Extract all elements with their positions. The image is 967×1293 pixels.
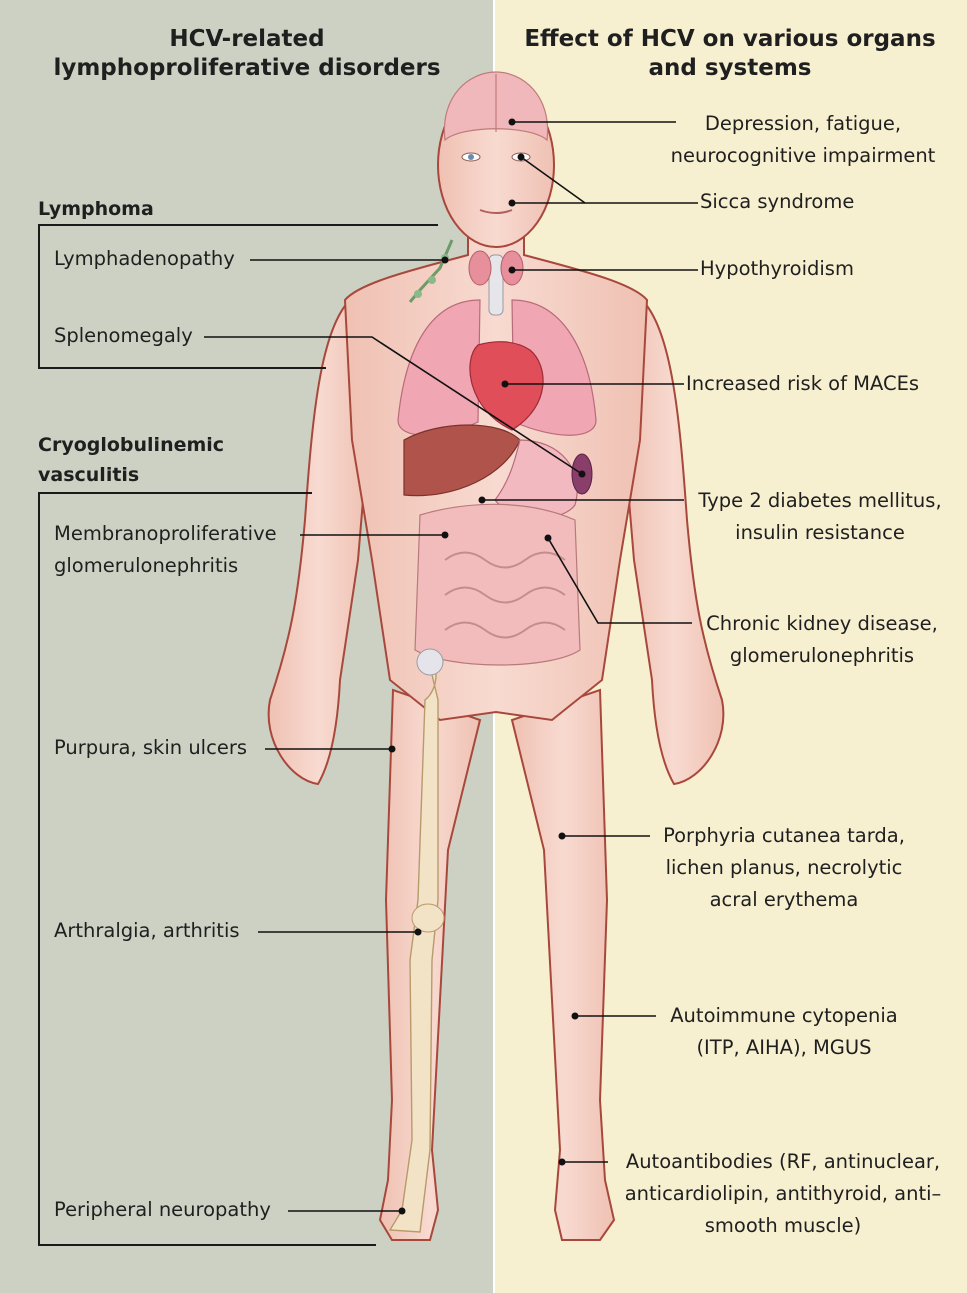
leader-sicca-eye — [521, 157, 698, 203]
leader-ckd — [548, 538, 692, 623]
leader-splenomegaly — [204, 337, 582, 474]
